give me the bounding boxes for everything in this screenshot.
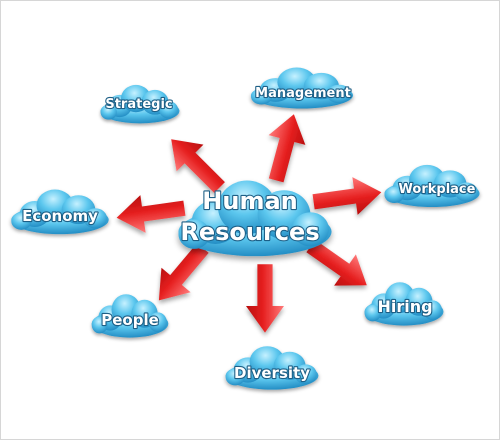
node-label-strategic: Strategic [105, 97, 172, 112]
node-people: People [91, 294, 169, 338]
arrow-to-economy [116, 195, 186, 233]
node-label-workplace: Workplace [399, 182, 476, 197]
node-label-people: People [101, 311, 159, 329]
node-diversity: Diversity [225, 346, 319, 390]
node-management: Management [250, 67, 354, 109]
node-label-hiring: Hiring [377, 297, 432, 316]
node-label-management: Management [255, 86, 351, 101]
arrow-to-strategic [171, 139, 225, 193]
node-workplace: Workplace [384, 164, 480, 208]
arrow-to-hiring [306, 239, 367, 286]
center-cloud: Human Resources [178, 180, 332, 257]
node-strategic: Strategic [100, 84, 180, 124]
arrow-to-people [158, 243, 209, 301]
arrows [116, 114, 382, 333]
center-title-line1: Human [202, 187, 297, 215]
arrow-to-diversity [245, 264, 285, 333]
center-title-line2: Resources [180, 218, 319, 246]
node-label-diversity: Diversity [234, 364, 310, 382]
arrow-to-workplace [312, 177, 382, 215]
arrow-to-management [268, 114, 306, 183]
node-hiring: Hiring [364, 282, 444, 326]
node-economy: Economy [11, 189, 109, 235]
node-label-economy: Economy [22, 207, 98, 225]
